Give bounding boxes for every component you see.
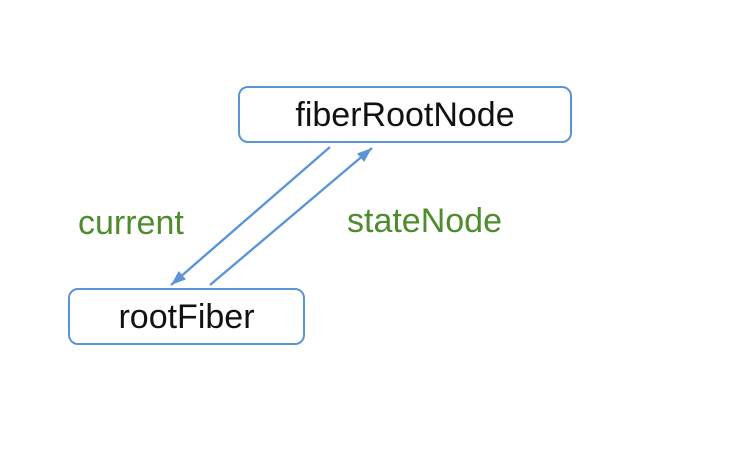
node-fiberrootnode-label: fiberRootNode (295, 95, 515, 134)
edge-statenode-arrow (209, 147, 373, 286)
edge-label-current: current (78, 204, 184, 242)
edge-current-arrow (170, 146, 331, 286)
edge-label-statenode: stateNode (347, 202, 502, 240)
node-rootfiber: rootFiber (68, 288, 305, 345)
node-rootfiber-label: rootFiber (118, 297, 255, 336)
node-fiberrootnode: fiberRootNode (238, 86, 572, 143)
